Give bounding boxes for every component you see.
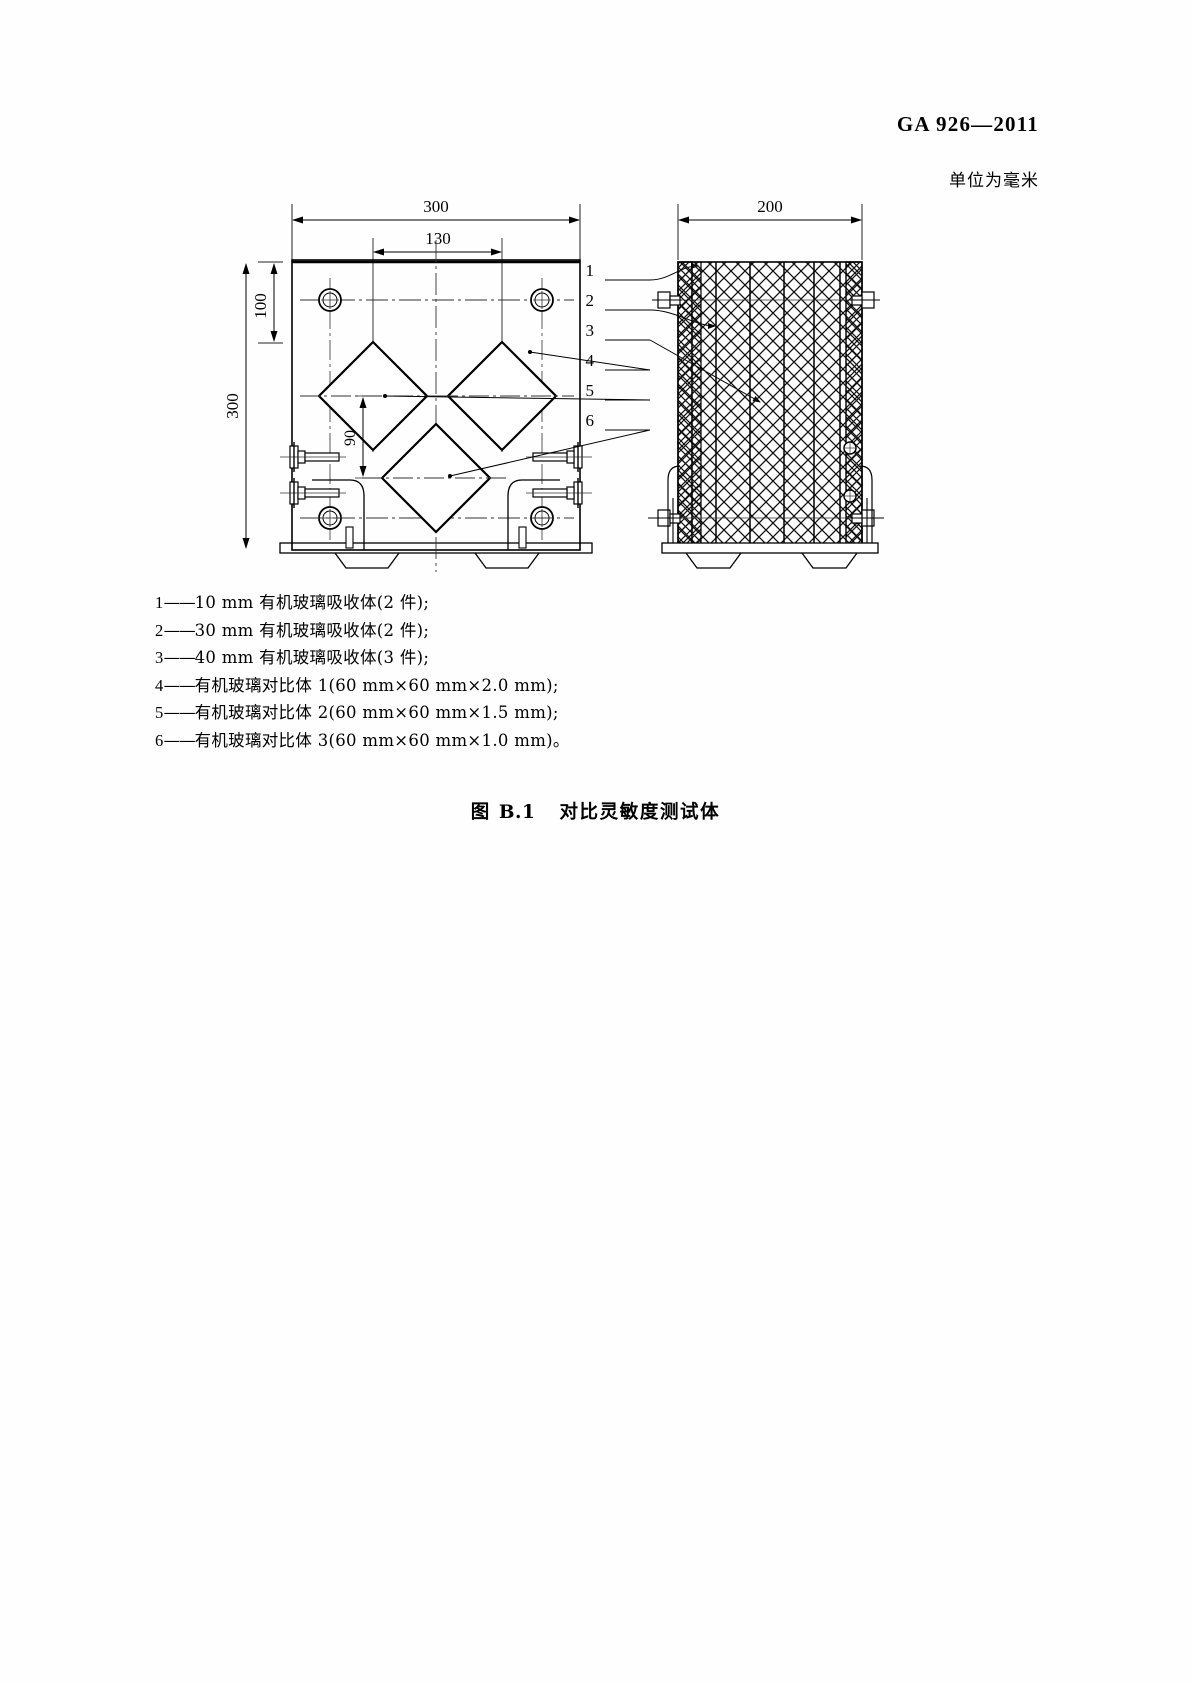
standard-number-header: GA 926—2011 (896, 112, 1039, 136)
dim-100-top-to-hole: 100 (251, 293, 270, 319)
caption-title: 对比灵敏度测试体 (559, 802, 721, 823)
side-bolt-top-left (652, 291, 682, 309)
legend-text-5: 有机玻璃对比体 2(60 mm×60 mm×1.5 mm); (194, 703, 559, 722)
bolt-left-lower (280, 478, 346, 508)
side-hole-right (843, 489, 857, 503)
figure-svg: 300 130 100 (223, 197, 884, 572)
leader-label-1: 1 (586, 261, 595, 280)
legend-dash-6: —— (163, 730, 196, 750)
mounting-hole-top-right (530, 288, 554, 312)
caption-number: B.1 (498, 802, 536, 823)
unit-note: 单位为毫米 (949, 171, 1039, 191)
dim-130-hole-spacing: 130 (425, 229, 451, 248)
side-bolt-top-right (850, 291, 880, 309)
side-bolt-bottom-left (648, 509, 682, 527)
legend-dash-1: —— (163, 593, 196, 612)
legend-list: 1——10 mm 有机玻璃吸收体(2 件); 2——30 mm 有机玻璃吸收体(… (155, 589, 855, 754)
legend-dash-3: —— (163, 648, 196, 667)
legend-key-2: 2 (155, 620, 164, 640)
leader-label-5: 5 (586, 381, 595, 400)
dim-200-depth: 200 (757, 197, 783, 216)
side-bolt-bottom-right (850, 509, 884, 527)
bolt-right-lower (526, 478, 592, 508)
bolt-left-upper (280, 442, 346, 472)
legend-item-4: 4——有机玻璃对比体 1(60 mm×60 mm×2.0 mm); (155, 672, 855, 700)
leader-label-3: 3 (586, 321, 595, 340)
legend-key-6: 6 (155, 730, 164, 750)
legend-key-3: 3 (155, 648, 164, 667)
leader-label-4: 4 (586, 351, 595, 370)
legend-text-2: 30 mm 有机玻璃吸收体(2 件); (194, 620, 430, 640)
legend-text-4: 有机玻璃对比体 1(60 mm×60 mm×2.0 mm); (194, 675, 559, 695)
legend-key-1: 1 (155, 593, 164, 612)
figure-caption: 图 B.1 对比灵敏度测试体 (0, 798, 1191, 824)
legend-item-1: 1——10 mm 有机玻璃吸收体(2 件); (155, 589, 855, 617)
legend-item-5: 5——有机玻璃对比体 2(60 mm×60 mm×1.5 mm); (155, 699, 855, 727)
legend-dash-4: —— (163, 675, 196, 695)
dim-300-height: 300 (223, 393, 242, 419)
legend-text-6: 有机玻璃对比体 3(60 mm×60 mm×1.0 mm)。 (194, 730, 570, 750)
legend-item-6: 6——有机玻璃对比体 3(60 mm×60 mm×1.0 mm)。 (155, 727, 855, 755)
dim-90-block: 90 (342, 430, 359, 446)
legend-key-5: 5 (155, 703, 164, 722)
legend-item-3: 3——40 mm 有机玻璃吸收体(3 件); (155, 644, 855, 672)
leader-label-2: 2 (586, 291, 595, 310)
legend-item-2: 2——30 mm 有机玻璃吸收体(2 件); (155, 617, 855, 645)
mounting-hole-top-left (318, 288, 342, 312)
figure-drawing: 300 130 100 (150, 180, 1050, 580)
side-view-body (677, 261, 863, 551)
legend-text-1: 10 mm 有机玻璃吸收体(2 件); (194, 593, 430, 612)
legend-text-3: 40 mm 有机玻璃吸收体(3 件); (194, 648, 430, 667)
dim-300-width: 300 (423, 197, 449, 216)
legend-dash-5: —— (163, 703, 196, 722)
caption-label: 图 (470, 802, 491, 823)
side-hole-left (843, 441, 857, 455)
bolt-right-upper (526, 442, 592, 472)
legend-key-4: 4 (155, 675, 164, 695)
leader-label-6: 6 (586, 411, 595, 430)
legend-dash-2: —— (163, 620, 196, 640)
